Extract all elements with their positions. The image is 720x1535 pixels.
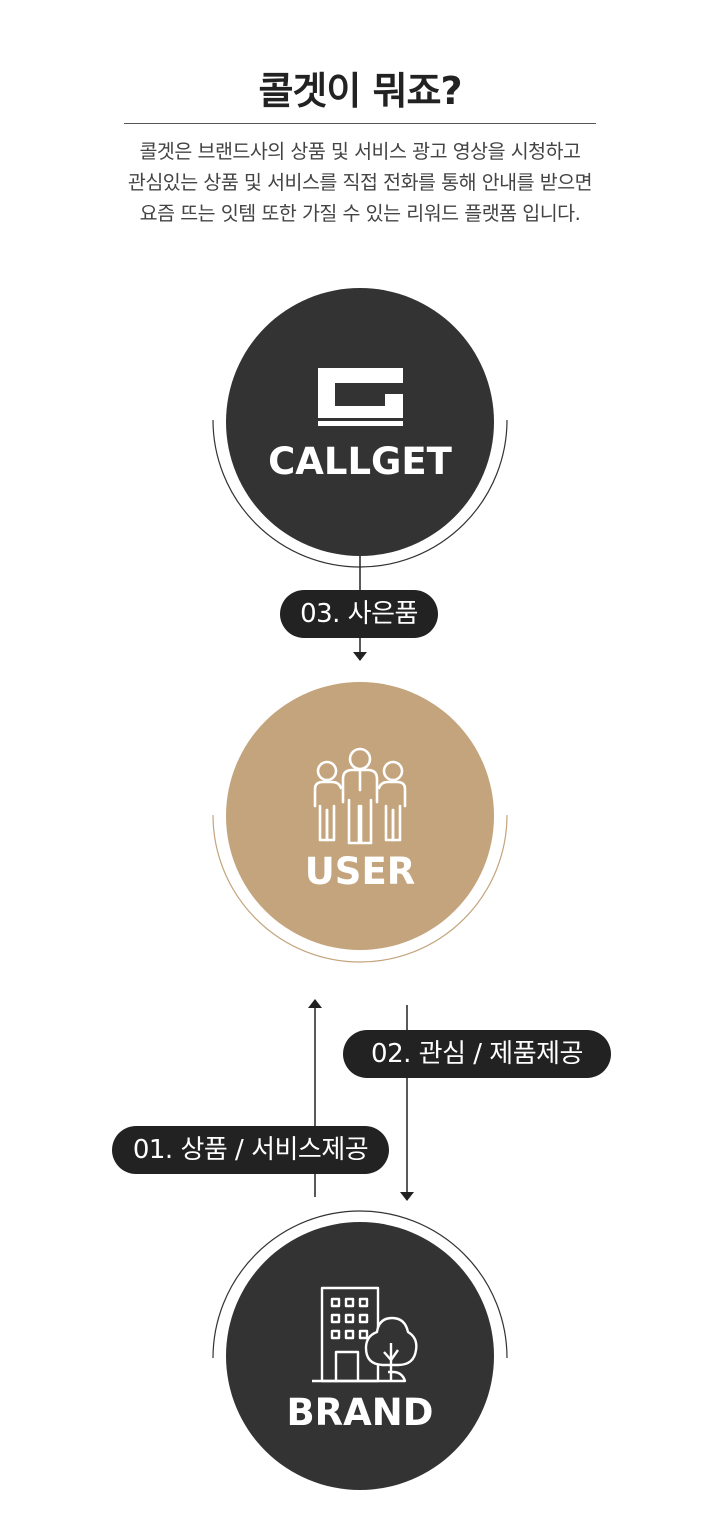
title-divider (124, 123, 596, 124)
description-line: 콜겟은 브랜드사의 상품 및 서비스 광고 영상을 시청하고 (139, 140, 581, 163)
page-title: 콜겟이 뭐죠? (258, 69, 462, 113)
arrow-up-icon (308, 999, 322, 1008)
brand-circle (226, 1222, 494, 1490)
callget-logo-icon (318, 368, 403, 426)
flow-step-3-pill: 03. 사은품 (280, 590, 438, 638)
brand-label: BRAND (286, 1391, 434, 1434)
flow-step-2-pill: 02. 관심 / 제품제공 (343, 1030, 611, 1078)
user-label: USER (304, 850, 416, 893)
user-outer-arc (212, 814, 508, 963)
description-line: 요즘 뜨는 잇템 또한 가질 수 있는 리워드 플랫폼 입니다. (139, 202, 581, 225)
description: 콜겟은 브랜드사의 상품 및 서비스 광고 영상을 시청하고 관심있는 상품 및… (0, 136, 720, 229)
arrow-down-icon (353, 652, 367, 661)
flow-step-1-pill: 01. 상품 / 서비스제공 (112, 1126, 389, 1174)
callget-label: CALLGET (268, 440, 452, 483)
brand-outer-arc (212, 1210, 508, 1359)
arrow-down-icon (400, 1192, 414, 1201)
description-line: 관심있는 상품 및 서비스를 직접 전화를 통해 안내를 받으면 (127, 171, 593, 194)
users-icon (313, 747, 407, 845)
building-tree-icon (312, 1286, 418, 1383)
